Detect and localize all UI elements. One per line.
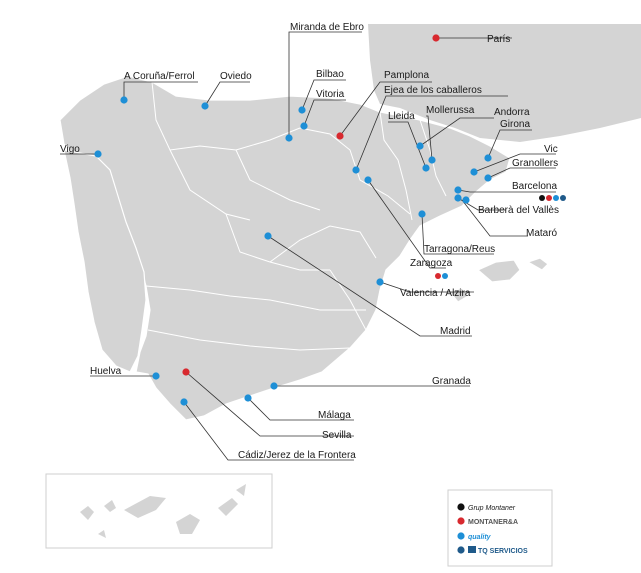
legend: Grup Montaner MONTANER&A quality TQ SERV… xyxy=(447,489,553,567)
legend-dot-montanera xyxy=(457,517,465,525)
label-sevilla: Sevilla xyxy=(322,430,352,441)
label-vic: Vic xyxy=(544,144,558,155)
label-coruna: A Coruña/Ferrol xyxy=(124,71,195,82)
france-area xyxy=(368,24,641,142)
markers xyxy=(94,34,492,406)
legend-label-tq: TQ SERVICIOS xyxy=(478,548,528,555)
label-mataro: Mataró xyxy=(526,228,558,239)
marker-cadiz[interactable] xyxy=(180,398,188,406)
canary-inset-frame xyxy=(45,473,273,549)
marker-ejea[interactable] xyxy=(352,166,360,174)
label-tarragona: Tarragona/Reus xyxy=(424,244,495,255)
company-dots xyxy=(435,195,566,279)
label-granollers: Granollers xyxy=(512,158,558,169)
marker-tarragona[interactable] xyxy=(418,210,426,218)
leader-lines xyxy=(60,31,556,461)
marker-barcelona[interactable] xyxy=(454,186,462,194)
marker-bilbao[interactable] xyxy=(298,106,306,114)
legend-dot-quality xyxy=(457,532,465,540)
marker-huelva[interactable] xyxy=(152,372,160,380)
marker-mollerussa[interactable] xyxy=(428,156,436,164)
label-valencia: Valencia / Alzira xyxy=(400,288,471,299)
marker-pamplona[interactable] xyxy=(336,132,344,140)
label-barcelona: Barcelona xyxy=(512,181,557,192)
legend-label-grup: Grup Montaner xyxy=(468,505,516,512)
label-ejea: Ejea de los caballeros xyxy=(384,85,482,96)
label-huelva: Huelva xyxy=(90,366,122,377)
label-vitoria: Vitoria xyxy=(316,89,345,100)
marker-coruna[interactable] xyxy=(120,96,128,104)
label-mollerussa: Mollerussa xyxy=(426,105,475,116)
marker-malaga[interactable] xyxy=(244,394,252,402)
label-granada: Granada xyxy=(432,376,471,387)
marker-madrid[interactable] xyxy=(264,232,272,240)
label-andorra: Andorra xyxy=(494,107,530,118)
label-oviedo: Oviedo xyxy=(220,71,252,82)
label-vigo: Vigo xyxy=(60,144,80,155)
zaragoza-dot-red xyxy=(435,273,441,279)
legend-dot-tq xyxy=(457,546,465,554)
label-bilbao: Bilbao xyxy=(316,69,344,80)
legend-dot-grup xyxy=(457,503,465,511)
barcelona-dot-blue xyxy=(553,195,559,201)
legend-label-quality: quality xyxy=(468,534,492,541)
marker-vigo[interactable] xyxy=(94,150,102,158)
label-malaga: Málaga xyxy=(318,410,351,421)
label-miranda: Miranda de Ebro xyxy=(290,22,364,33)
marker-girona[interactable] xyxy=(484,154,492,162)
spain-mainland xyxy=(59,75,511,421)
marker-paris[interactable] xyxy=(432,34,440,42)
label-girona: Girona xyxy=(500,119,530,130)
marker-mataro[interactable] xyxy=(462,196,470,204)
label-zaragoza: Zaragoza xyxy=(410,258,453,269)
marker-barbera[interactable] xyxy=(454,194,462,202)
marker-granada[interactable] xyxy=(270,382,278,390)
portugal-area xyxy=(63,149,147,373)
legend-frame xyxy=(447,489,553,567)
marker-zaragoza[interactable] xyxy=(364,176,372,184)
zaragoza-dot-blue xyxy=(442,273,448,279)
marker-andorra[interactable] xyxy=(416,142,424,150)
marker-miranda[interactable] xyxy=(285,134,293,142)
marker-lleida[interactable] xyxy=(422,164,430,172)
marker-sevilla[interactable] xyxy=(182,368,190,376)
barcelona-dot-navy xyxy=(560,195,566,201)
labels: París Miranda de Ebro A Coruña/Ferrol Ov… xyxy=(60,22,559,461)
marker-oviedo[interactable] xyxy=(201,102,209,110)
balearic-islands xyxy=(448,257,549,303)
label-madrid: Madrid xyxy=(440,326,471,337)
label-pamplona: Pamplona xyxy=(384,70,429,81)
label-barbera: Barberà del Vallès xyxy=(478,205,559,216)
label-lleida: Lleida xyxy=(388,111,415,122)
marker-granollers[interactable] xyxy=(484,174,492,182)
marker-vic[interactable] xyxy=(470,168,478,176)
label-paris: París xyxy=(487,34,510,45)
tq-logo-mark xyxy=(468,546,476,553)
region-borders xyxy=(145,81,447,351)
canary-islands xyxy=(80,484,246,538)
label-cadiz: Cádiz/Jerez de la Frontera xyxy=(238,450,356,461)
marker-valencia[interactable] xyxy=(376,278,384,286)
barcelona-dot-red xyxy=(546,195,552,201)
legend-label-montanera: MONTANER&A xyxy=(468,519,518,526)
barcelona-dot-black xyxy=(539,195,545,201)
marker-vitoria[interactable] xyxy=(300,122,308,130)
